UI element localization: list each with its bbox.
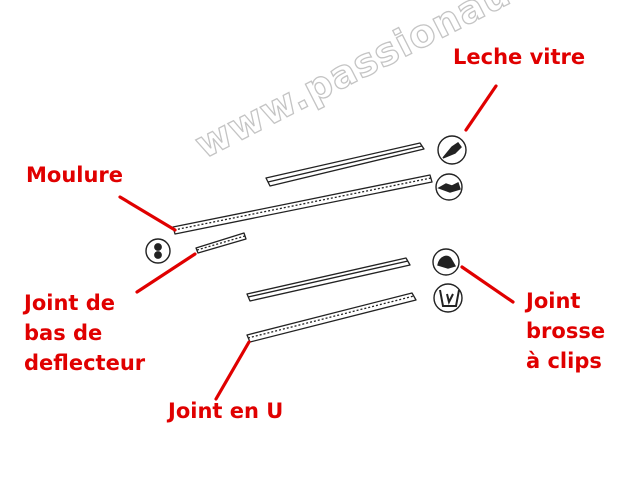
label-joint-brosse-line2: brosse xyxy=(526,319,606,343)
joint-en-u-strip xyxy=(246,292,417,343)
leader-joint-brosse xyxy=(460,265,515,304)
leader-moulure xyxy=(118,195,177,232)
label-joint-brosse-line3: à clips xyxy=(526,349,602,373)
leader-joint-bas xyxy=(135,252,197,294)
label-joint-bas-line3: deflecteur xyxy=(24,351,146,375)
u-channel-profile-icon xyxy=(433,283,463,313)
moulding-profile-icon xyxy=(435,173,463,201)
label-joint-brosse-line1: Joint xyxy=(526,289,581,313)
joint-bas-deflecteur-strip xyxy=(195,232,247,254)
joint-brosse-clips-strip xyxy=(246,257,411,302)
label-leche-vitre: Leche vitre xyxy=(453,45,586,69)
leader-leche-vitre xyxy=(464,84,498,132)
moulure-strip xyxy=(172,174,433,235)
label-joint-en-u: Joint en U xyxy=(168,399,284,423)
label-moulure: Moulure xyxy=(26,163,124,187)
label-joint-bas-line2: bas de xyxy=(24,321,103,345)
clip-brush-profile-icon xyxy=(432,248,460,276)
label-joint-bas-line1: Joint de xyxy=(24,291,116,315)
wiper-seal-profile-icon xyxy=(437,135,467,165)
leader-joint-en-u xyxy=(214,340,251,401)
leche-vitre-strip xyxy=(265,142,425,187)
figure-eight-profile-icon xyxy=(145,238,171,264)
